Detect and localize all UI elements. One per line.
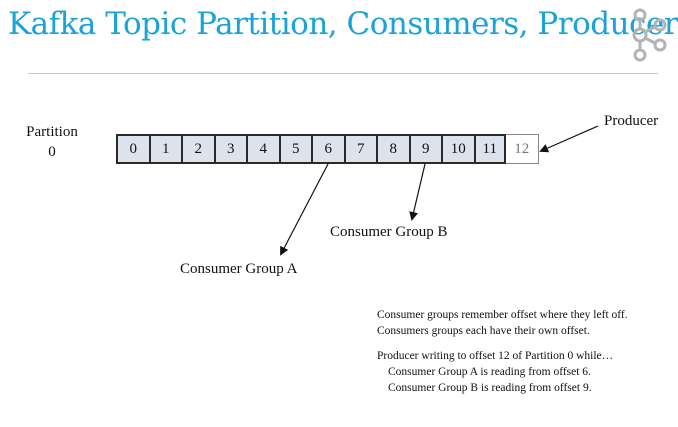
kafka-logo-icon: [632, 8, 667, 62]
note-line: Consumer Group B is reading from offset …: [388, 382, 592, 394]
partition-label-word: Partition: [26, 124, 78, 140]
consumer-group-a-label: Consumer Group A: [180, 261, 298, 277]
offset-cell-10: 10: [441, 134, 474, 164]
title-divider: [28, 73, 658, 74]
offset-cell-4: 4: [246, 134, 279, 164]
note-line: Producer writing to offset 12 of Partiti…: [377, 350, 614, 362]
offset-cell-0: 0: [116, 134, 149, 164]
consumer-group-b-label: Consumer Group B: [330, 224, 448, 240]
offset-cell-11: 11: [473, 134, 506, 164]
notes-spacer: [377, 339, 677, 348]
offset-cell-9: 9: [408, 134, 441, 164]
partition-label: Partition 0: [14, 122, 90, 162]
offset-cell-12: 12: [506, 134, 539, 164]
offset-cell-3: 3: [213, 134, 246, 164]
producer-label: Producer: [604, 113, 659, 129]
offset-cell-2: 2: [181, 134, 214, 164]
notes-text-block: Consumer groups remember offset where th…: [377, 307, 677, 396]
offset-cell-8: 8: [376, 134, 409, 164]
partition-label-number: 0: [48, 144, 56, 160]
note-line: Consumer groups remember offset where th…: [377, 309, 628, 321]
offset-cell-7: 7: [343, 134, 376, 164]
offset-cell-5: 5: [278, 134, 311, 164]
note-line: Consumers groups each have their own off…: [377, 325, 590, 337]
consumer-group-b-arrow: [409, 163, 426, 221]
offset-cell-1: 1: [148, 134, 181, 164]
consumer-group-a-arrow: [280, 163, 329, 256]
note-line: Consumer Group A is reading from offset …: [388, 366, 591, 378]
offset-cell-6: 6: [311, 134, 344, 164]
producer-arrow: [539, 125, 599, 153]
slide-title: Kafka Topic Partition, Consumers, Produc…: [8, 6, 678, 42]
